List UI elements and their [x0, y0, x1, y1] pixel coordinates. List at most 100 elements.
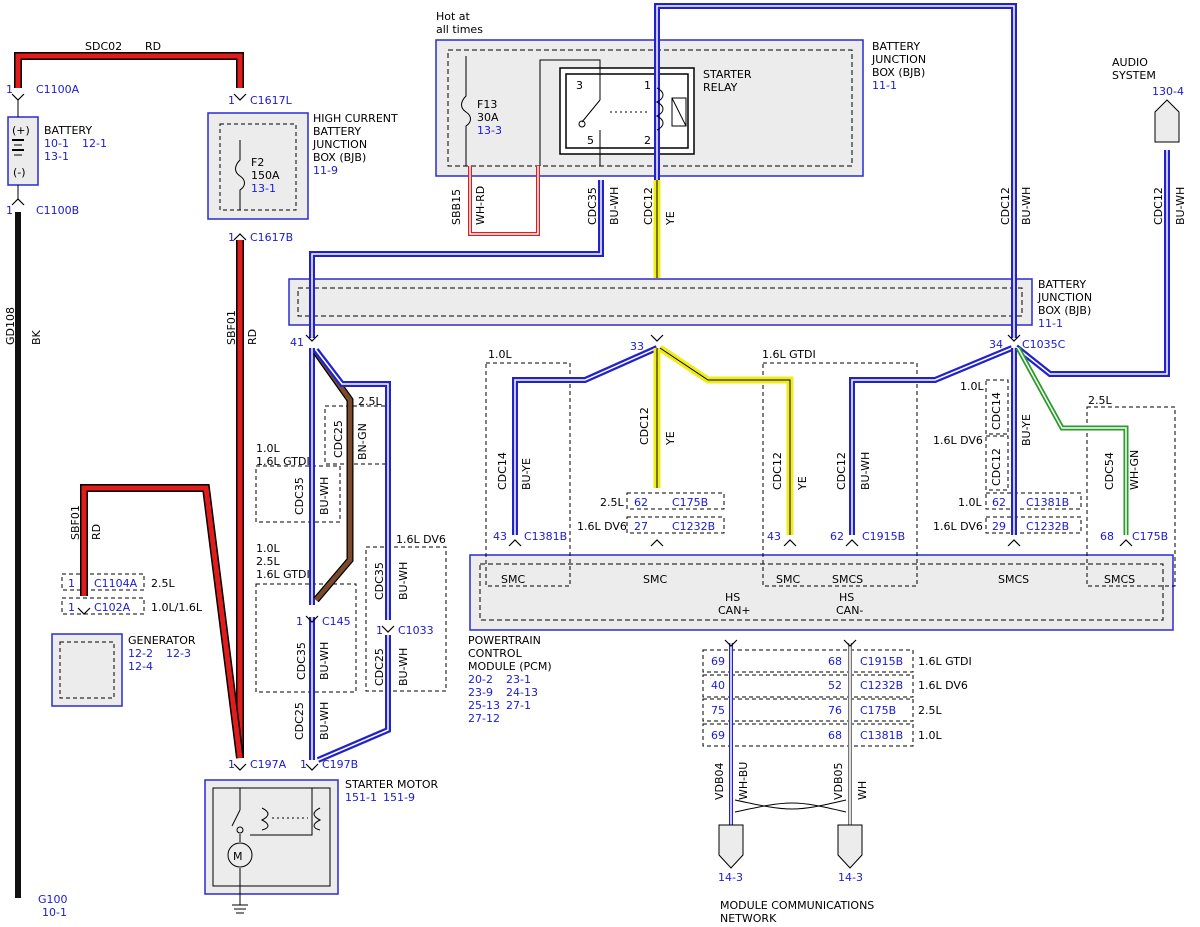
connector-c197a: C197A: [250, 758, 287, 771]
connector-c145: C145: [322, 615, 351, 628]
svg-text:C1381B: C1381B: [860, 729, 903, 742]
svg-text:62: 62: [830, 530, 844, 543]
variant-boxes: [61, 362, 1176, 747]
svg-text:SMCS: SMCS: [998, 573, 1029, 586]
bjb-top-title: BATTERY: [872, 40, 920, 53]
svg-text:JUNCTION: JUNCTION: [1037, 291, 1092, 304]
svg-text:CDC25: CDC25: [332, 420, 345, 458]
svg-text:BOX (BJB): BOX (BJB): [1038, 304, 1091, 317]
svg-text:BU-WH: BU-WH: [1174, 187, 1187, 225]
svg-text:SMCS: SMCS: [832, 573, 863, 586]
svg-text:BU-WH: BU-WH: [1020, 187, 1033, 225]
svg-text:3: 3: [576, 79, 583, 92]
svg-text:SYSTEM: SYSTEM: [1112, 69, 1156, 82]
svg-text:75: 75: [711, 704, 725, 717]
svg-text:23-1: 23-1: [506, 673, 531, 686]
svg-text:RD: RD: [145, 40, 161, 53]
svg-text:2: 2: [644, 134, 651, 147]
connector-c1915b-a: C1915B: [862, 530, 905, 543]
svg-text:151-1: 151-1: [345, 791, 377, 804]
svg-text:40: 40: [711, 679, 725, 692]
svg-text:CDC25: CDC25: [293, 702, 306, 740]
svg-text:CAN-: CAN-: [836, 604, 863, 617]
svg-text:BN-GN: BN-GN: [356, 423, 369, 460]
wire-sbf01-a: [81, 485, 243, 759]
svg-text:F2: F2: [251, 156, 264, 169]
svg-text:CAN+: CAN+: [718, 604, 751, 617]
svg-text:1: 1: [228, 231, 235, 244]
svg-text:1.0L: 1.0L: [488, 348, 512, 361]
svg-text:1.6L GTDI: 1.6L GTDI: [762, 348, 816, 361]
fuse-f2-symbol: [235, 140, 245, 210]
svg-text:CDC25: CDC25: [373, 648, 386, 686]
wire-cdc35-top: [311, 180, 602, 338]
mcn-connector-right: [837, 824, 863, 869]
svg-text:GD108: GD108: [4, 307, 17, 345]
svg-text:BU-YE: BU-YE: [520, 458, 533, 490]
svg-text:1: 1: [228, 758, 235, 771]
svg-text:BOX (BJB): BOX (BJB): [313, 151, 366, 164]
pcm-box: [469, 554, 1174, 631]
hcbjb-box: [207, 112, 309, 220]
svg-text:41: 41: [290, 336, 304, 349]
connector-c1033: C1033: [398, 624, 434, 637]
svg-text:HS: HS: [839, 591, 854, 604]
wire-cdc12-b: [659, 347, 791, 535]
svg-text:14-3: 14-3: [838, 871, 863, 884]
svg-text:1: 1: [644, 79, 651, 92]
starter-motor-box: [204, 779, 339, 895]
svg-text:BK: BK: [30, 329, 43, 345]
svg-text:C175B: C175B: [860, 704, 896, 717]
pcm-title: POWERTRAIN: [468, 634, 541, 647]
svg-text:1: 1: [6, 83, 13, 96]
svg-text:BU-WH: BU-WH: [318, 702, 331, 740]
generator-title: GENERATOR: [128, 634, 196, 647]
svg-text:BU-WH: BU-WH: [318, 642, 331, 680]
starter-motor-title: STARTER MOTOR: [345, 778, 439, 791]
svg-text:11-1: 11-1: [1038, 317, 1063, 330]
svg-text:12-1: 12-1: [82, 137, 107, 150]
connector-c197b: C197B: [322, 758, 358, 771]
svg-text:SBF01: SBF01: [225, 310, 238, 345]
svg-text:23-9: 23-9: [468, 686, 493, 699]
wire-cdc54: [1017, 347, 1127, 535]
mcn-title: MODULE COMMUNICATIONS: [720, 899, 874, 912]
svg-text:24-13: 24-13: [506, 686, 538, 699]
svg-text:5: 5: [587, 134, 594, 147]
wire-cdc12-right: [656, 5, 1015, 338]
svg-text:1.0L: 1.0L: [256, 542, 280, 555]
svg-text:CDC14: CDC14: [496, 452, 509, 490]
svg-text:CDC12: CDC12: [1152, 187, 1165, 225]
connector-c102a: C102A: [94, 601, 131, 614]
svg-text:CDC35: CDC35: [586, 187, 599, 225]
connector-c1100a: C1100A: [36, 83, 80, 96]
labels: SDC02 RD 1 C1100A 1 C1100B (+) (-) BATTE…: [4, 10, 1187, 925]
bjb-mid-title: BATTERY: [1038, 278, 1086, 291]
wire-cdc25-c: [317, 635, 389, 761]
svg-text:1.6L DV6: 1.6L DV6: [933, 434, 983, 447]
fuse-f13-symbol: [461, 66, 471, 166]
battery-symbol: [12, 100, 24, 199]
svg-text:1.6L GTDI: 1.6L GTDI: [918, 655, 972, 668]
svg-text:76: 76: [828, 704, 842, 717]
svg-text:RELAY: RELAY: [703, 81, 738, 94]
svg-text:1: 1: [376, 624, 383, 637]
svg-text:1: 1: [68, 601, 75, 614]
svg-text:BU-WH: BU-WH: [397, 648, 410, 686]
audio-connector-shape: [1154, 99, 1180, 143]
svg-text:13-1: 13-1: [44, 150, 69, 163]
svg-text:11-9: 11-9: [313, 164, 338, 177]
svg-text:68: 68: [1100, 530, 1114, 543]
svg-text:WH-GN: WH-GN: [1128, 450, 1141, 490]
svg-text:VDB04: VDB04: [713, 762, 726, 800]
svg-text:WH-BU: WH-BU: [737, 762, 750, 800]
svg-text:BU-WH: BU-WH: [608, 187, 621, 225]
svg-text:HS: HS: [725, 591, 740, 604]
svg-text:150A: 150A: [251, 169, 280, 182]
wire-cdc35-c: [315, 349, 389, 620]
svg-text:MODULE (PCM): MODULE (PCM): [468, 660, 552, 673]
svg-text:1.6L DV6: 1.6L DV6: [396, 533, 446, 546]
hcbjb-title: HIGH CURRENT: [313, 112, 398, 125]
svg-text:13-3: 13-3: [477, 124, 502, 137]
svg-text:43: 43: [493, 530, 507, 543]
